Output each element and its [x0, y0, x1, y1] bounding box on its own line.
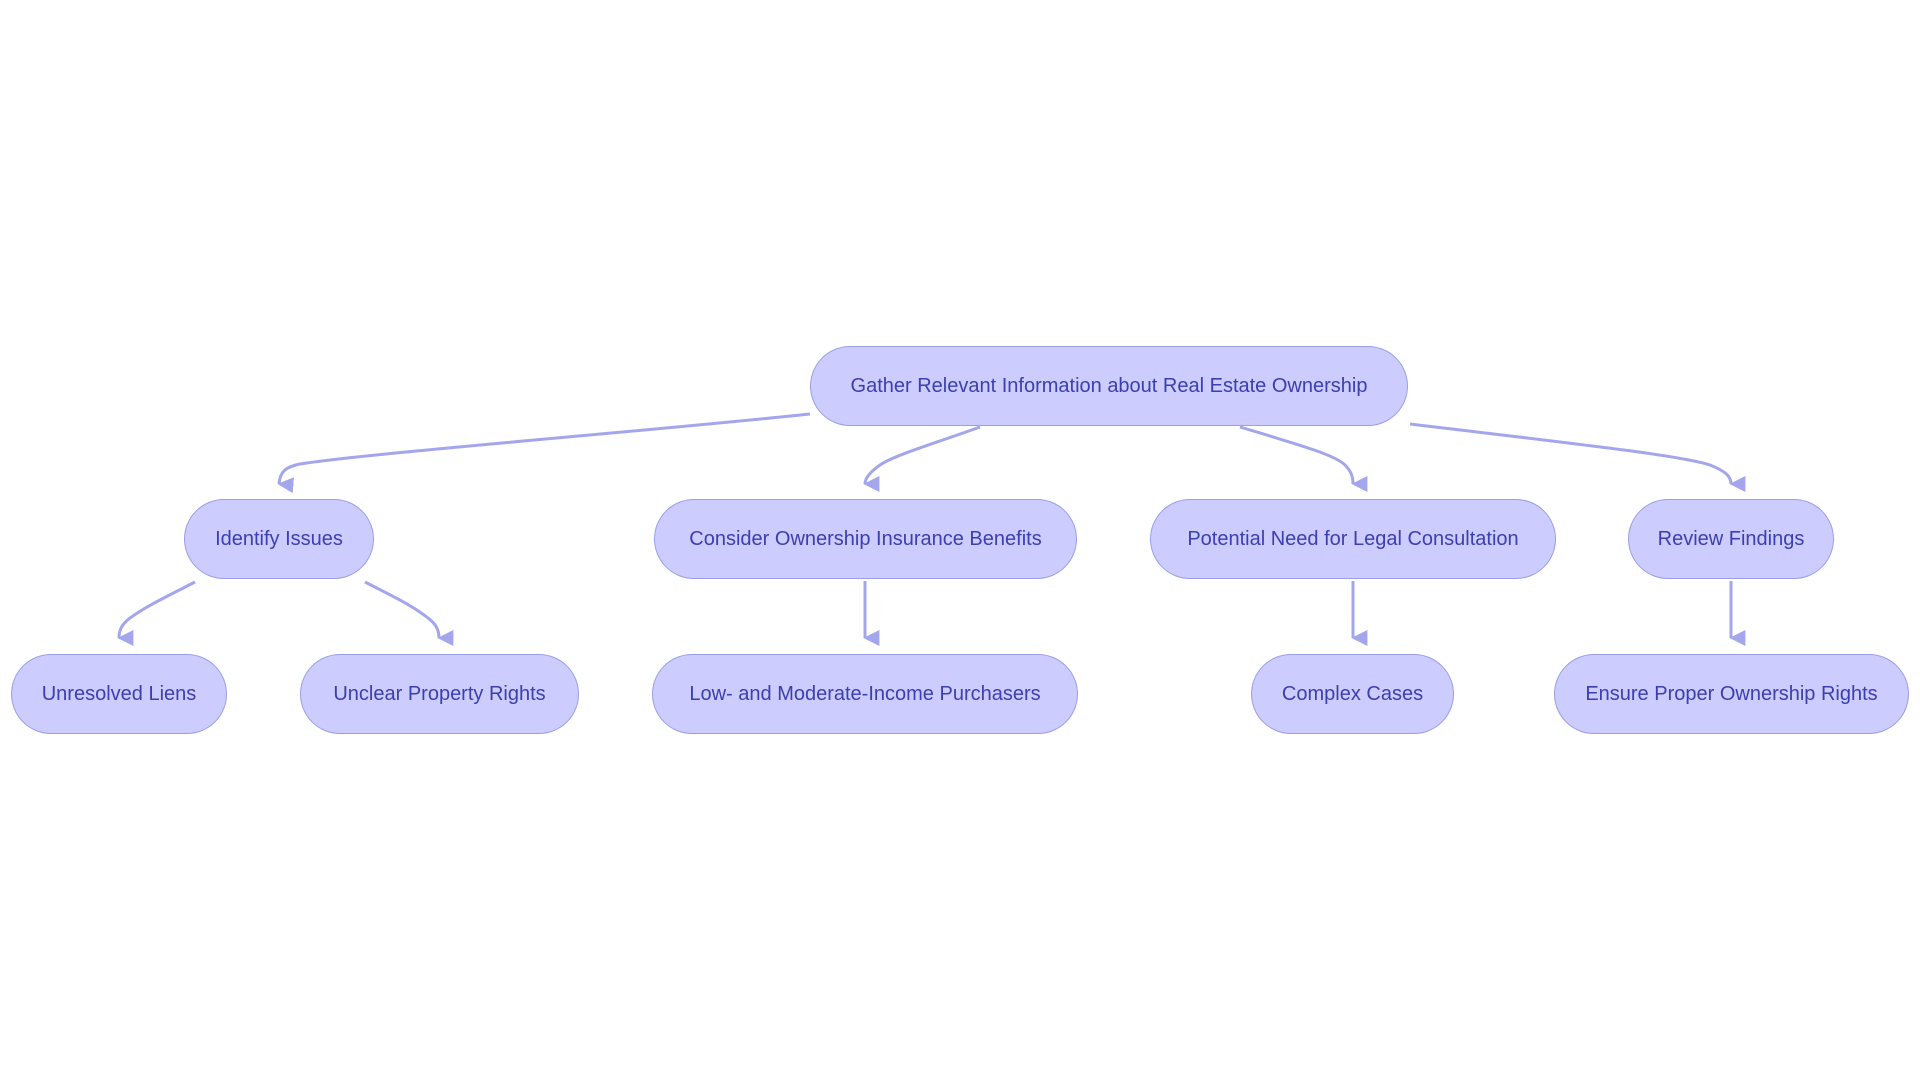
node-complex-cases[interactable]: Complex Cases	[1251, 654, 1454, 734]
node-unresolved-liens[interactable]: Unresolved Liens	[11, 654, 227, 734]
edge-root-to-legal-consultation	[1239, 425, 1368, 492]
node-ensure-proper-ownership-rights[interactable]: Ensure Proper Ownership Rights	[1554, 654, 1909, 734]
edge-root-to-consider-insurance	[863, 425, 981, 493]
edge-identify-to-unresolved-liens	[117, 580, 196, 647]
node-unclear-property-rights[interactable]: Unclear Property Rights	[300, 654, 579, 734]
edge-root-to-identify-issues	[277, 412, 811, 494]
node-identify-issues[interactable]: Identify Issues	[184, 499, 374, 579]
node-gather-information[interactable]: Gather Relevant Information about Real E…	[810, 346, 1408, 426]
edge-root-to-review-findings	[1409, 422, 1746, 492]
node-review-findings[interactable]: Review Findings	[1628, 499, 1834, 579]
edge-identify-to-unclear-rights	[364, 580, 454, 646]
node-low-moderate-income-purchasers[interactable]: Low- and Moderate-Income Purchasers	[652, 654, 1078, 734]
node-consider-ownership-insurance-benefits[interactable]: Consider Ownership Insurance Benefits	[654, 499, 1077, 579]
node-potential-need-legal-consultation[interactable]: Potential Need for Legal Consultation	[1150, 499, 1556, 579]
